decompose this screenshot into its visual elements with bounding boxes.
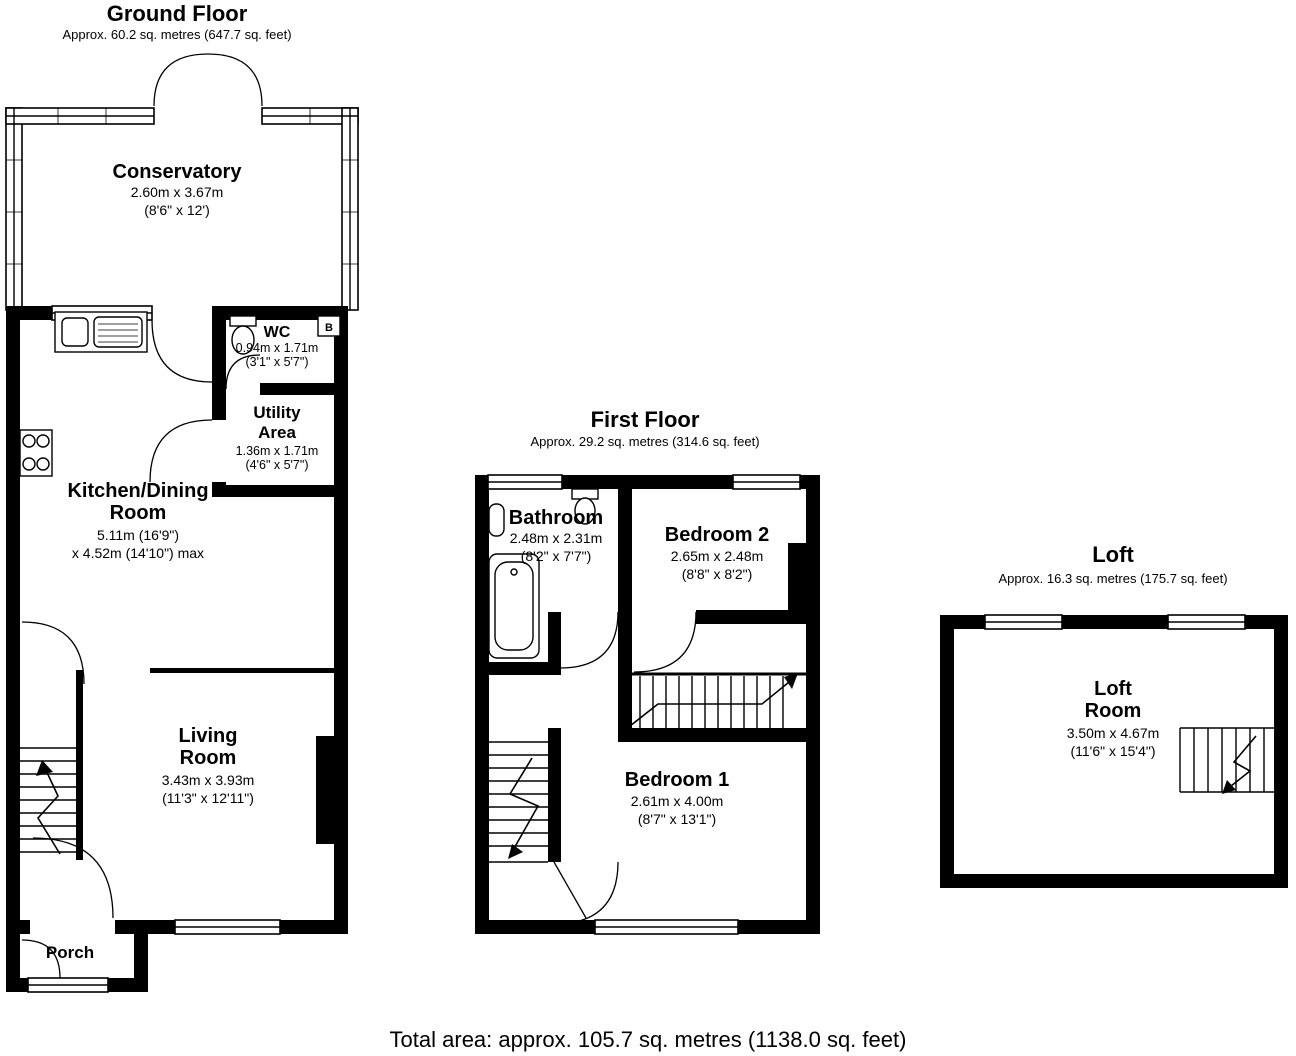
loft-room-dim-imperial: (11'6" x 15'4") bbox=[1070, 743, 1155, 759]
first-floor-plan: First Floor Approx. 29.2 sq. metres (314… bbox=[475, 407, 820, 935]
first-floor-stairs-main bbox=[629, 673, 798, 728]
kitchen-label-line2: Room bbox=[110, 502, 167, 524]
toilet-icon bbox=[571, 488, 599, 525]
toilet-icon bbox=[229, 315, 257, 355]
bedroom2-dim-metric: 2.65m x 2.48m bbox=[671, 548, 764, 564]
loft-room-dim-metric: 3.50m x 4.67m bbox=[1067, 725, 1160, 741]
ground-floor-stairs bbox=[20, 747, 76, 855]
loft-title: Loft bbox=[1092, 542, 1134, 567]
wc-dim-imperial: (3'1" x 5'7") bbox=[246, 355, 309, 369]
conservatory-walls bbox=[5, 107, 359, 311]
loft-room-label-line1: Loft bbox=[1094, 678, 1132, 700]
stairs-direction-arrow bbox=[629, 677, 795, 727]
conservatory-label: Conservatory bbox=[113, 161, 243, 183]
bathroom-dim-metric: 2.48m x 2.31m bbox=[510, 530, 603, 546]
bedroom2-window bbox=[732, 474, 801, 490]
loft-plan: Loft Approx. 16.3 sq. metres (175.7 sq. … bbox=[940, 542, 1288, 888]
bedroom2-label: Bedroom 2 bbox=[665, 524, 769, 546]
loft-area: Approx. 16.3 sq. metres (175.7 sq. feet) bbox=[998, 571, 1227, 586]
utility-dim-metric: 1.36m x 1.71m bbox=[236, 444, 319, 458]
loft-stairs bbox=[1179, 727, 1274, 794]
living-room-window bbox=[174, 919, 281, 935]
utility-label-line2: Area bbox=[258, 423, 296, 442]
hob-icon bbox=[19, 429, 53, 477]
bathroom-label: Bathroom bbox=[509, 507, 603, 529]
first-floor-area: Approx. 29.2 sq. metres (314.6 sq. feet) bbox=[530, 434, 759, 449]
boiler-label: B bbox=[325, 322, 333, 334]
kitchen-dim-imperial: x 4.52m (14'10") max bbox=[72, 545, 204, 561]
bedroom2-dim-imperial: (8'8" x 8'2") bbox=[682, 566, 753, 582]
boiler: B bbox=[317, 315, 341, 337]
ground-floor-area: Approx. 60.2 sq. metres (647.7 sq. feet) bbox=[62, 27, 291, 42]
conservatory-dim-metric: 2.60m x 3.67m bbox=[131, 184, 224, 200]
bedroom1-dim-imperial: (8'7" x 13'1") bbox=[638, 811, 716, 827]
chimney-breast bbox=[788, 543, 806, 615]
conservatory-double-door-arcs bbox=[153, 53, 263, 107]
bathtub-icon bbox=[488, 553, 540, 659]
ground-floor-plan: Ground Floor Approx. 60.2 sq. metres (64… bbox=[5, 1, 359, 993]
utility-label-line1: Utility bbox=[253, 403, 301, 422]
first-floor-door-arcs bbox=[553, 611, 697, 925]
kitchen-label-line1: Kitchen/Dining bbox=[67, 480, 208, 502]
sink-icon bbox=[54, 311, 148, 353]
wc-label: WC bbox=[264, 324, 291, 341]
porch-label: Porch bbox=[46, 943, 94, 962]
bathroom-dim-imperial: (8'2" x 7'7") bbox=[521, 548, 592, 564]
living-dim-imperial: (11'3" x 12'11") bbox=[162, 790, 254, 806]
bathroom-window bbox=[487, 474, 563, 490]
stairs-direction-arrow bbox=[508, 757, 540, 853]
utility-dim-imperial: (4'6" x 5'7") bbox=[246, 458, 309, 472]
conservatory-dim-imperial: (8'6" x 12') bbox=[144, 202, 210, 218]
living-label-line2: Room bbox=[180, 747, 237, 769]
loft-room-label-line2: Room bbox=[1085, 700, 1142, 722]
bedroom1-label: Bedroom 1 bbox=[625, 769, 729, 791]
porch-window bbox=[27, 977, 109, 993]
living-dim-metric: 3.43m x 3.93m bbox=[162, 772, 255, 788]
loft-window-right bbox=[1167, 614, 1246, 630]
basin-icon bbox=[488, 503, 505, 537]
stairs-direction-arrow bbox=[1225, 735, 1257, 791]
loft-window-left bbox=[984, 614, 1063, 630]
total-area-text: Total area: approx. 105.7 sq. metres (11… bbox=[390, 1027, 907, 1052]
kitchen-dim-metric: 5.11m (16'9") bbox=[97, 527, 179, 543]
first-floor-title: First Floor bbox=[591, 407, 700, 432]
wc-dim-metric: 0.94m x 1.71m bbox=[236, 341, 319, 355]
chimney-breast bbox=[316, 736, 334, 844]
bedroom1-dim-metric: 2.61m x 4.00m bbox=[631, 793, 724, 809]
living-label-line1: Living bbox=[179, 725, 238, 747]
ground-floor-title: Ground Floor bbox=[107, 1, 248, 26]
first-floor-stairs-return bbox=[489, 741, 548, 863]
stairs-direction-arrow bbox=[37, 765, 61, 855]
bedroom1-window bbox=[594, 919, 739, 935]
